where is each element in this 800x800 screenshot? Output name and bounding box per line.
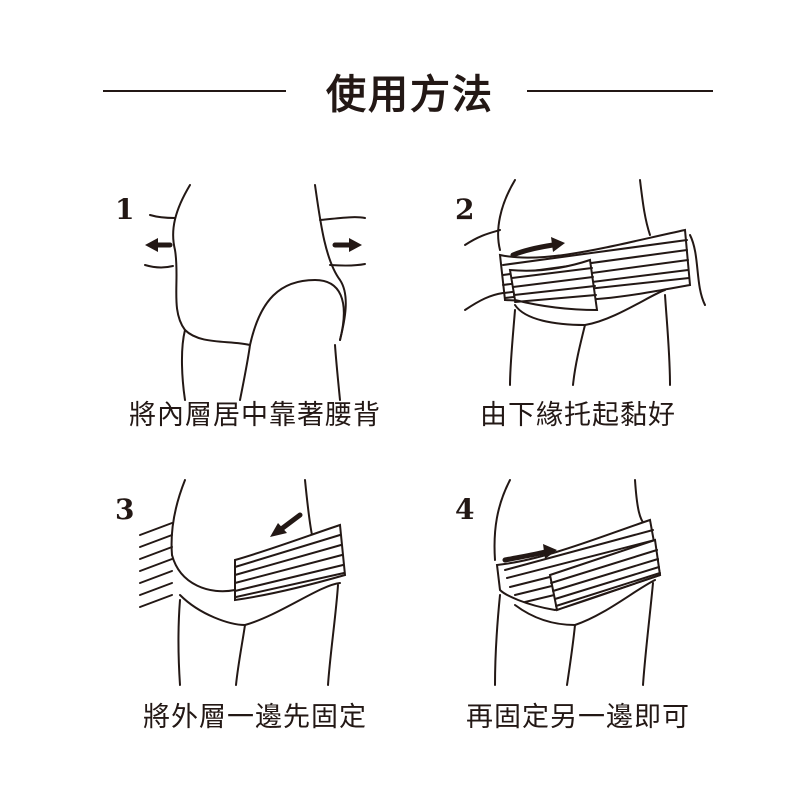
step-number: 1	[115, 193, 135, 226]
step-3-illustration	[139, 479, 347, 686]
step-2-illustration	[464, 179, 706, 386]
step-number: 2	[455, 193, 475, 226]
step-caption: 將外層一邊先固定	[143, 702, 367, 733]
title-divider-left	[103, 90, 286, 92]
step-1-illustration	[144, 184, 366, 401]
step-number: 3	[115, 493, 135, 526]
step-caption: 再固定另一邊即可	[466, 702, 690, 733]
step-number: 4	[455, 493, 475, 526]
step-caption: 由下緣托起黏好	[480, 400, 676, 431]
page-title: 使用方法	[326, 72, 494, 118]
title-divider-right	[527, 90, 713, 92]
step-4-illustration	[493, 479, 662, 686]
step-caption: 將內層居中靠著腰背	[129, 400, 381, 431]
